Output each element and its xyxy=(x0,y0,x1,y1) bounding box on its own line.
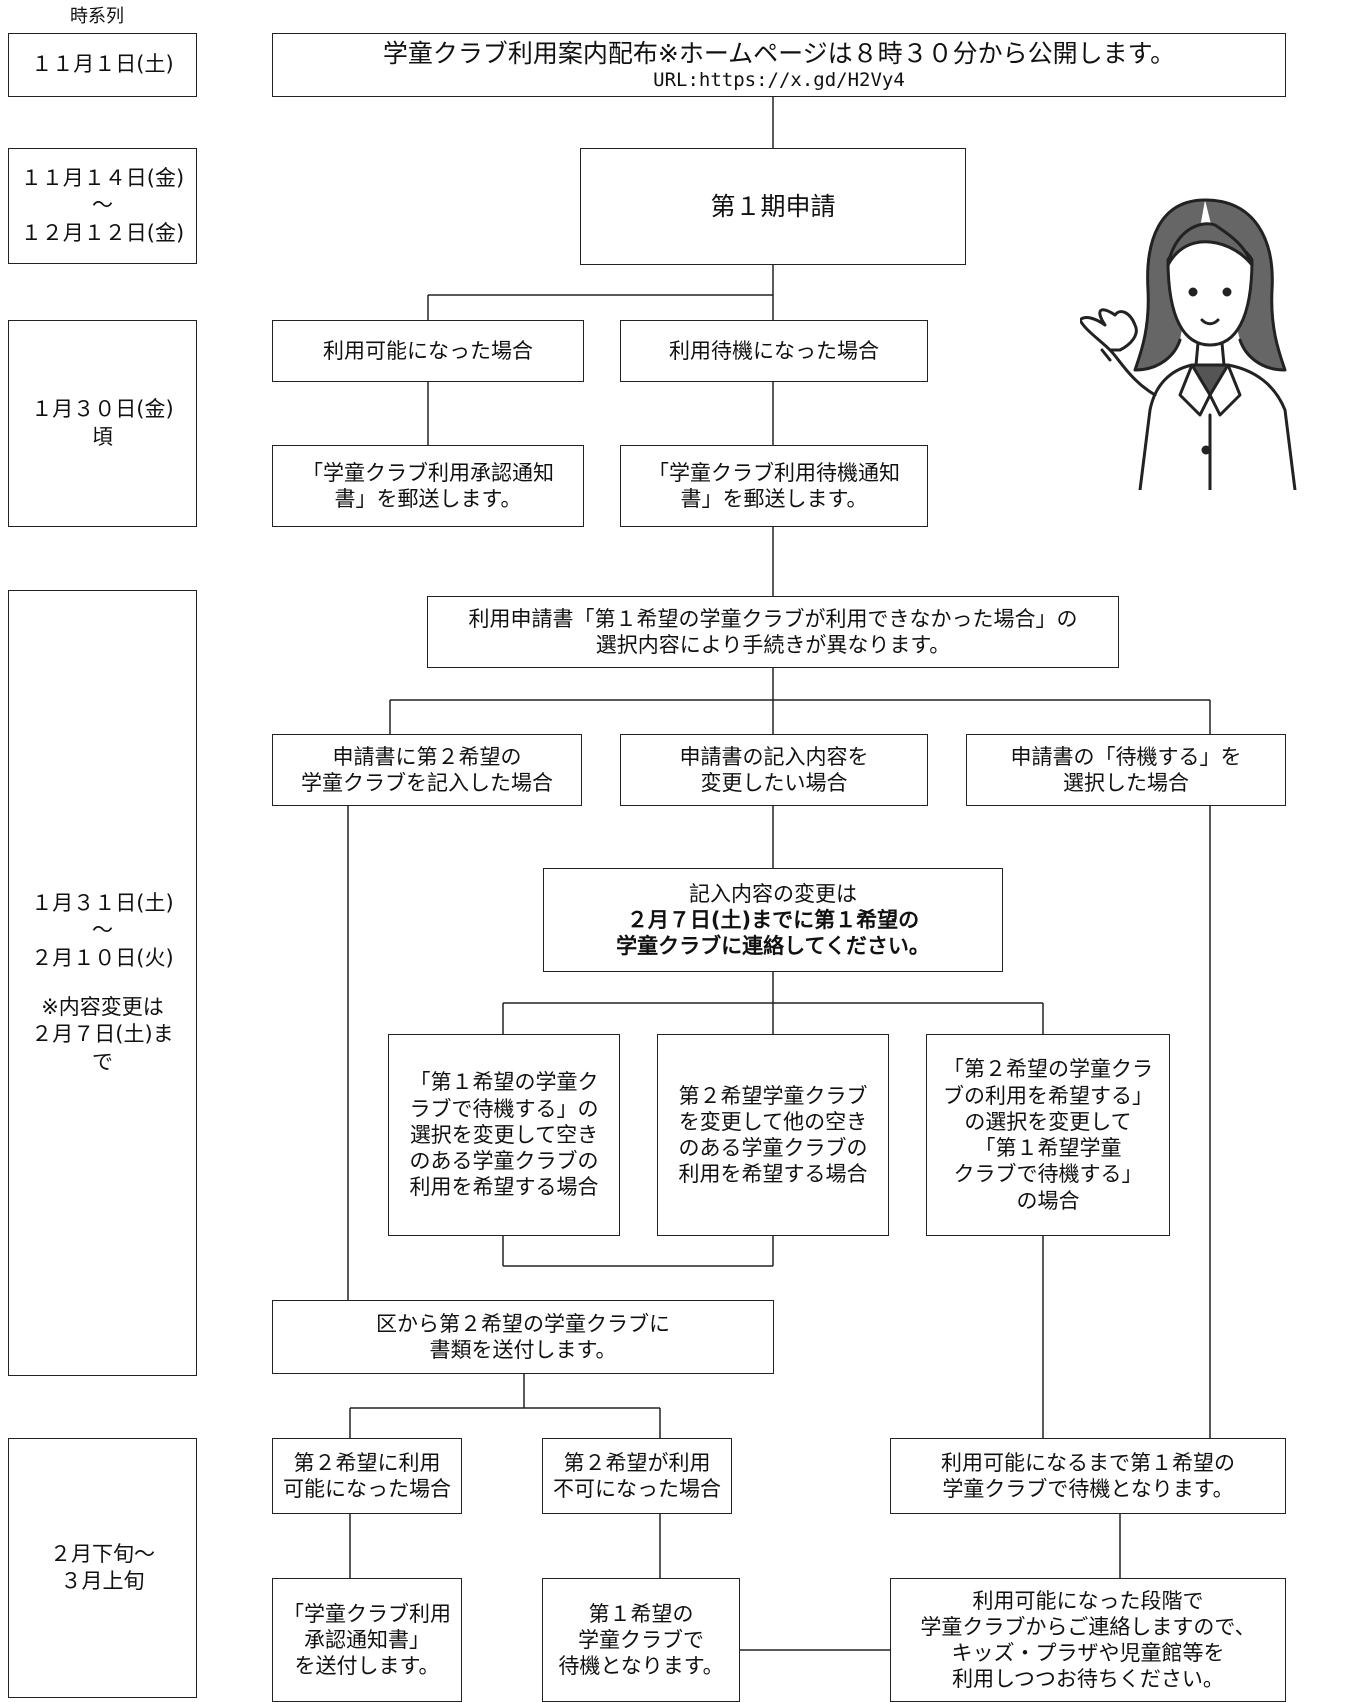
box-line: 学童クラブで xyxy=(578,1627,704,1652)
waiting-text: 利用待機になった場合 xyxy=(669,338,879,363)
option-a-box: 「第１希望の学童ク ラブで待機する」の 選択を変更して空き のある学童クラブの … xyxy=(388,1034,620,1236)
timeline-line: １月３１日(土) xyxy=(31,891,174,916)
timeline-line: ※内容変更は xyxy=(41,995,164,1019)
guide-url[interactable]: URL:https://x.gd/H2Vy4 xyxy=(653,68,905,91)
option-b-box: 第２希望学童クラブ を変更して他の空き のある学童クラブの 利用を希望する場合 xyxy=(657,1034,889,1236)
box-line: 選択を変更して空き xyxy=(409,1122,599,1147)
period1-box: 第１期申請 xyxy=(580,148,966,265)
send-docs-box: 区から第２希望の学童クラブに 書類を送付します。 xyxy=(272,1300,774,1374)
box-line: キッズ・プラザや児童館等を xyxy=(951,1641,1225,1665)
box-line: 利用しつつお待ちください。 xyxy=(952,1667,1224,1692)
box-line: 第２希望学童クラブ xyxy=(678,1083,868,1108)
box-line: のある学童クラブの xyxy=(678,1136,868,1160)
timeline-jan30: １月３０日(金) 頃 xyxy=(8,320,197,527)
box-line: 「第１希望学童 xyxy=(974,1136,1122,1160)
box-line: 「学童クラブ利用待機通知 xyxy=(648,460,900,485)
timeline-line: １１月１４日(金) xyxy=(20,166,185,191)
box-line: 承認通知書」 xyxy=(304,1627,430,1652)
wait-at-first-box: 第１希望の 学童クラブで 待機となります。 xyxy=(542,1578,740,1702)
box-line: 利用を希望する場合 xyxy=(409,1175,599,1200)
box-line: 第１希望の xyxy=(588,1601,694,1626)
box-line: 申請書の「待機する」を xyxy=(1010,744,1242,769)
timeline-line: 頃 xyxy=(92,424,113,449)
deadline-bold: 学童クラブに連絡してください。 xyxy=(616,934,930,959)
box-line: クラブで待機する」 xyxy=(953,1162,1143,1187)
timeline-line: ２月１０日(火) xyxy=(31,945,174,970)
box-line: 書」を郵送します。 xyxy=(680,487,868,511)
box-line: 記入内容の変更は xyxy=(689,881,857,906)
timeline-late-feb: ２月下旬～ ３月上旬 xyxy=(8,1438,197,1698)
box-line: 待機となります。 xyxy=(558,1654,724,1679)
waiting-box: 利用待機になった場合 xyxy=(620,320,928,382)
box-line: 選択した場合 xyxy=(1063,771,1189,795)
distribute-text: 学童クラブ利用案内配布※ホームページは８時３０分から公開します。 xyxy=(382,38,1176,68)
second-ok-box: 第２希望に利用 可能になった場合 xyxy=(272,1438,462,1514)
box-line: を送付します。 xyxy=(294,1654,440,1679)
available-text: 利用可能になった場合 xyxy=(323,338,533,363)
box-line: 書類を送付します。 xyxy=(429,1338,617,1362)
timeline-jan31: １月３１日(土) ～ ２月１０日(火) ※内容変更は ２月７日(土)ま で xyxy=(8,590,197,1376)
box-line: 申請書に第２希望の xyxy=(332,744,522,769)
box-line: 利用可能になるまで第１希望の xyxy=(941,1450,1235,1475)
approval-notice-box: 「学童クラブ利用承認通知 書」を郵送します。 xyxy=(272,445,584,527)
timeline-nov1: １１月１日(土) xyxy=(8,33,197,97)
box-line: 利用可能になった段階で xyxy=(972,1588,1204,1613)
box-line: 「学童クラブ利用承認通知 xyxy=(302,460,554,485)
box-line: 区から第２希望の学童クラブに xyxy=(376,1311,670,1336)
distribute-guide-box: 学童クラブ利用案内配布※ホームページは８時３０分から公開します。 URL:htt… xyxy=(272,33,1286,97)
box-line: を変更して他の空き xyxy=(678,1109,868,1134)
box-line: 選択内容により手続きが異なります。 xyxy=(595,633,951,657)
box-line: 申請書の記入内容を xyxy=(679,744,869,769)
wait-first-box: 利用可能になるまで第１希望の 学童クラブで待機となります。 xyxy=(890,1438,1286,1514)
option-c-box: 「第２希望の学童クラ ブの利用を希望する」 の選択を変更して 「第１希望学童 ク… xyxy=(926,1034,1170,1236)
box-line: 不可になった場合 xyxy=(553,1477,721,1501)
timeline-nov1-text: １１月１日(土) xyxy=(31,52,174,77)
box-line: 「第１希望の学童ク xyxy=(409,1070,599,1095)
period1-text: 第１期申請 xyxy=(710,191,836,221)
application-note-box: 利用申請書「第１希望の学童クラブが利用できなかった場合」の 選択内容により手続き… xyxy=(427,596,1119,668)
change-content-box: 申請書の記入内容を 変更したい場合 xyxy=(620,734,928,806)
box-line: 第２希望が利用 xyxy=(563,1450,711,1475)
timeline-line: ２月下旬～ xyxy=(50,1541,155,1566)
timeline-period1: １１月１４日(金) ～ １２月１２日(金) xyxy=(8,148,197,264)
change-deadline-box: 記入内容の変更は ２月７日(土)までに第１希望の 学童クラブに連絡してください。 xyxy=(543,868,1003,972)
box-line: ブの利用を希望する」 xyxy=(943,1083,1153,1108)
box-line: のある学童クラブの xyxy=(409,1149,599,1174)
box-line: 「学童クラブ利用 xyxy=(283,1601,451,1626)
waiting-notice-box: 「学童クラブ利用待機通知 書」を郵送します。 xyxy=(620,445,928,527)
timeline-line: ～ xyxy=(92,918,113,943)
box-line: 第２希望に利用 xyxy=(293,1450,441,1475)
timeline-line: ～ xyxy=(92,193,113,218)
box-line: 書」を郵送します。 xyxy=(334,487,522,511)
box-line: 利用申請書「第１希望の学童クラブが利用できなかった場合」の xyxy=(468,606,1078,631)
timeline-line: で xyxy=(92,1049,113,1074)
contact-later-box: 利用可能になった段階で 学童クラブからご連絡しますので、 キッズ・プラザや児童館… xyxy=(890,1578,1286,1702)
second-choice-box: 申請書に第２希望の 学童クラブを記入した場合 xyxy=(272,734,582,806)
approval-send-box: 「学童クラブ利用 承認通知書」 を送付します。 xyxy=(272,1578,462,1702)
available-box: 利用可能になった場合 xyxy=(272,320,584,382)
box-line: の選択を変更して xyxy=(964,1109,1132,1134)
box-line: 学童クラブで待機となります。 xyxy=(942,1477,1234,1501)
second-ng-box: 第２希望が利用 不可になった場合 xyxy=(542,1438,732,1514)
timeline-line: ２月７日(土)ま xyxy=(31,1022,174,1047)
select-wait-box: 申請書の「待機する」を 選択した場合 xyxy=(966,734,1286,806)
box-line: の場合 xyxy=(1016,1188,1080,1213)
timeline-line: １月３０日(金) xyxy=(31,397,174,422)
box-line: 可能になった場合 xyxy=(283,1477,451,1501)
box-line: 「第２希望の学童クラ xyxy=(943,1057,1153,1082)
guide-woman-illustration xyxy=(1080,198,1297,490)
box-line: 利用を希望する場合 xyxy=(678,1162,868,1187)
timeline-line: １２月１２日(金) xyxy=(20,220,185,245)
deadline-bold: ２月７日(土)までに第１希望の xyxy=(626,907,920,932)
box-line: ラブで待機する」の xyxy=(409,1096,599,1121)
timeline-line: ３月上旬 xyxy=(60,1569,145,1593)
box-line: 変更したい場合 xyxy=(700,771,848,795)
timeline-title: 時系列 xyxy=(70,6,124,27)
box-line: 学童クラブからご連絡しますので、 xyxy=(920,1614,1256,1639)
box-line: 学童クラブを記入した場合 xyxy=(301,771,553,795)
